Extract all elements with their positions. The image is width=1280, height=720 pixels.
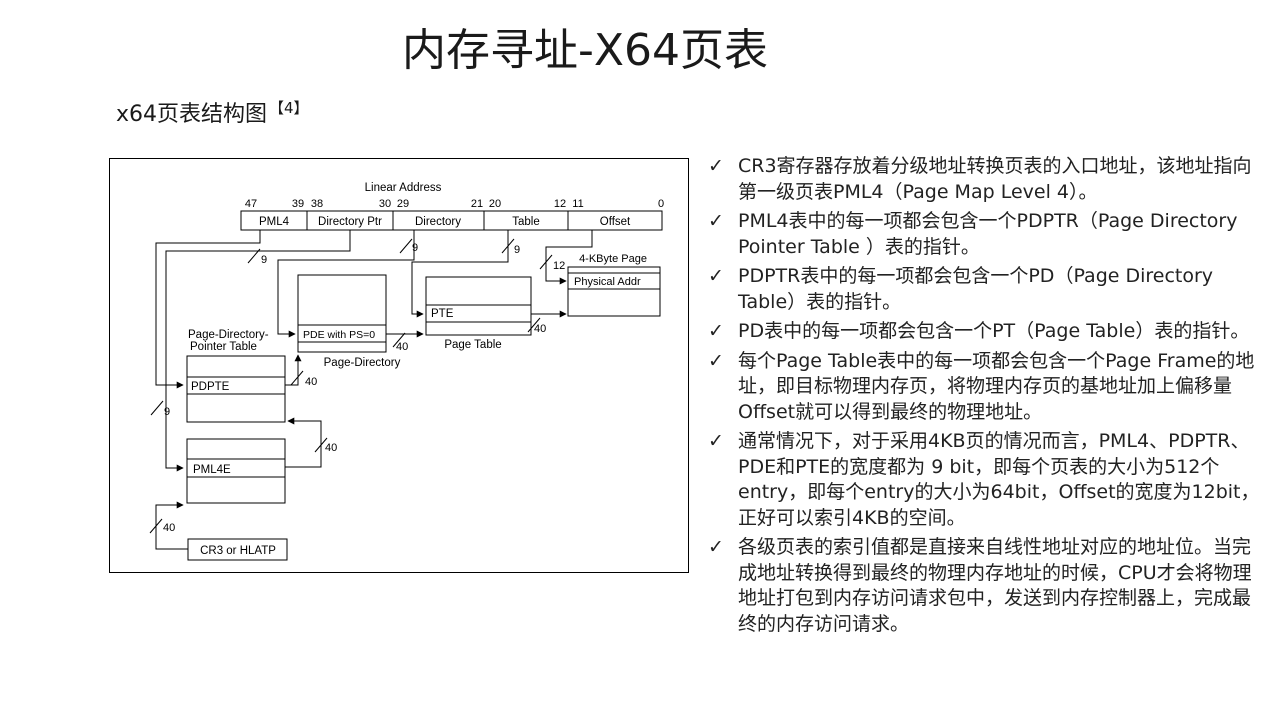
bullet-item: ✓ PDPTR表中的每一项都会包含一个PD（Page Directory Tabl… [708,264,1263,315]
bit-label-29: 29 [397,198,409,210]
bit-label-47: 47 [245,198,257,210]
width-pml4: 9 [261,254,267,266]
bullet-text: CR3寄存器存放着分级地址转换页表的入口地址，该地址指向第一级页表PML4（Pa… [738,155,1252,203]
width-pd: 9 [412,242,418,254]
slide-title: 内存寻址-X64页表 [401,25,768,76]
bullet-text: PML4表中的每一项都会包含一个PDPTR（Page Directory Poi… [738,210,1238,258]
bit-label-0: 0 [658,198,664,210]
width-pde: 40 [396,341,408,353]
width-offset: 12 [553,260,565,272]
checkmark-icon: ✓ [708,210,724,232]
checkmark-icon: ✓ [708,155,724,177]
subtitle-text: x64页表结构图 [116,102,268,127]
page-table-diagram: Linear Address 47 39 38 30 29 21 20 12 1… [109,158,689,573]
checkmark-icon: ✓ [708,349,724,372]
page-table-label: Page Table [444,339,501,351]
physical-addr: Physical Addr [574,276,641,288]
bullet-item: ✓ 通常情况下，对于采用4KB页的情况而言，PML4、PDPTR、PDE和PTE的… [708,429,1263,531]
bullet-list: ✓ CR3寄存器存放着分级地址转换页表的入口地址，该地址指向第一级页表PML4（P… [708,154,1263,641]
linear-address-label: Linear Address [365,182,442,194]
pdpt-box [186,355,286,423]
width-pdpt: 9 [164,406,170,418]
bit-label-11: 11 [572,198,583,210]
bullet-text: 各级页表的索引值都是直接来自线性地址对应的地址位。当完成地址转换得到最终的物理内… [738,536,1252,635]
pdpte-entry: PDPTE [191,381,230,393]
bullet-text: 每个Page Table表中的每一项都会包含一个Page Frame的地址，即目… [738,349,1255,423]
citation: 【4】 [269,99,309,117]
width-pt: 9 [514,244,520,256]
width-pml4e: 40 [325,442,337,454]
page-label: 4-KByte Page [579,253,647,265]
bullet-item: ✓ 每个Page Table表中的每一项都会包含一个Page Frame的地址，即… [708,349,1263,426]
cr3-label: CR3 or HLATP [200,545,276,557]
page-directory-label: Page-Directory [324,357,401,369]
pml4-box [186,438,286,504]
field-directory-ptr: Directory Ptr [318,216,382,228]
page-frame-box [567,266,661,317]
checkmark-icon: ✓ [708,430,724,452]
bullet-item: ✓ PML4表中的每一项都会包含一个PDPTR（Page Directory Po… [708,209,1263,260]
checkmark-icon: ✓ [708,536,724,558]
bit-label-20: 20 [489,198,501,210]
bit-label-21: 21 [471,198,483,210]
bullet-item: ✓ 各级页表的索引值都是直接来自线性地址对应的地址位。当完成地址转换得到最终的物理… [708,535,1263,637]
field-directory: Directory [415,216,461,228]
bullet-text: PD表中的每一项都会包含一个PT（Page Table）表的指针。 [738,320,1250,342]
linear-address-box [240,210,663,231]
pde-entry: PDE with PS=0 [303,329,375,341]
bit-label-38: 38 [311,198,323,210]
bullet-text: 通常情况下，对于采用4KB页的情况而言，PML4、PDPTR、PDE和PTE的宽… [738,430,1260,529]
checkmark-icon: ✓ [708,265,724,287]
width-pte: 40 [534,323,546,335]
field-table: Table [512,216,540,228]
width-cr3: 40 [163,522,175,534]
pdpt-label-1: Page-Directory- [188,329,269,341]
bit-label-12: 12 [554,198,566,210]
pdpt-label-2: Pointer Table [190,341,257,353]
field-offset: Offset [600,216,631,228]
diagram-svg: Linear Address 47 39 38 30 29 21 20 12 1… [149,182,664,561]
page-directory-box [297,274,387,353]
field-pml4: PML4 [259,216,290,228]
bullet-item: ✓ PD表中的每一项都会包含一个PT（Page Table）表的指针。 [708,319,1263,345]
bullet-text: PDPTR表中的每一项都会包含一个PD（Page Directory Table… [738,265,1214,313]
width-pdpte: 40 [305,376,317,388]
bullet-item: ✓ CR3寄存器存放着分级地址转换页表的入口地址，该地址指向第一级页表PML4（P… [708,154,1263,205]
bit-label-39: 39 [292,198,304,210]
slide-subtitle: x64页表结构图【4】 [116,96,309,128]
pml4e-entry: PML4E [193,464,231,476]
pte-entry: PTE [431,308,454,320]
checkmark-icon: ✓ [708,320,724,342]
page-table-box [425,276,532,336]
bit-label-30: 30 [379,198,391,210]
